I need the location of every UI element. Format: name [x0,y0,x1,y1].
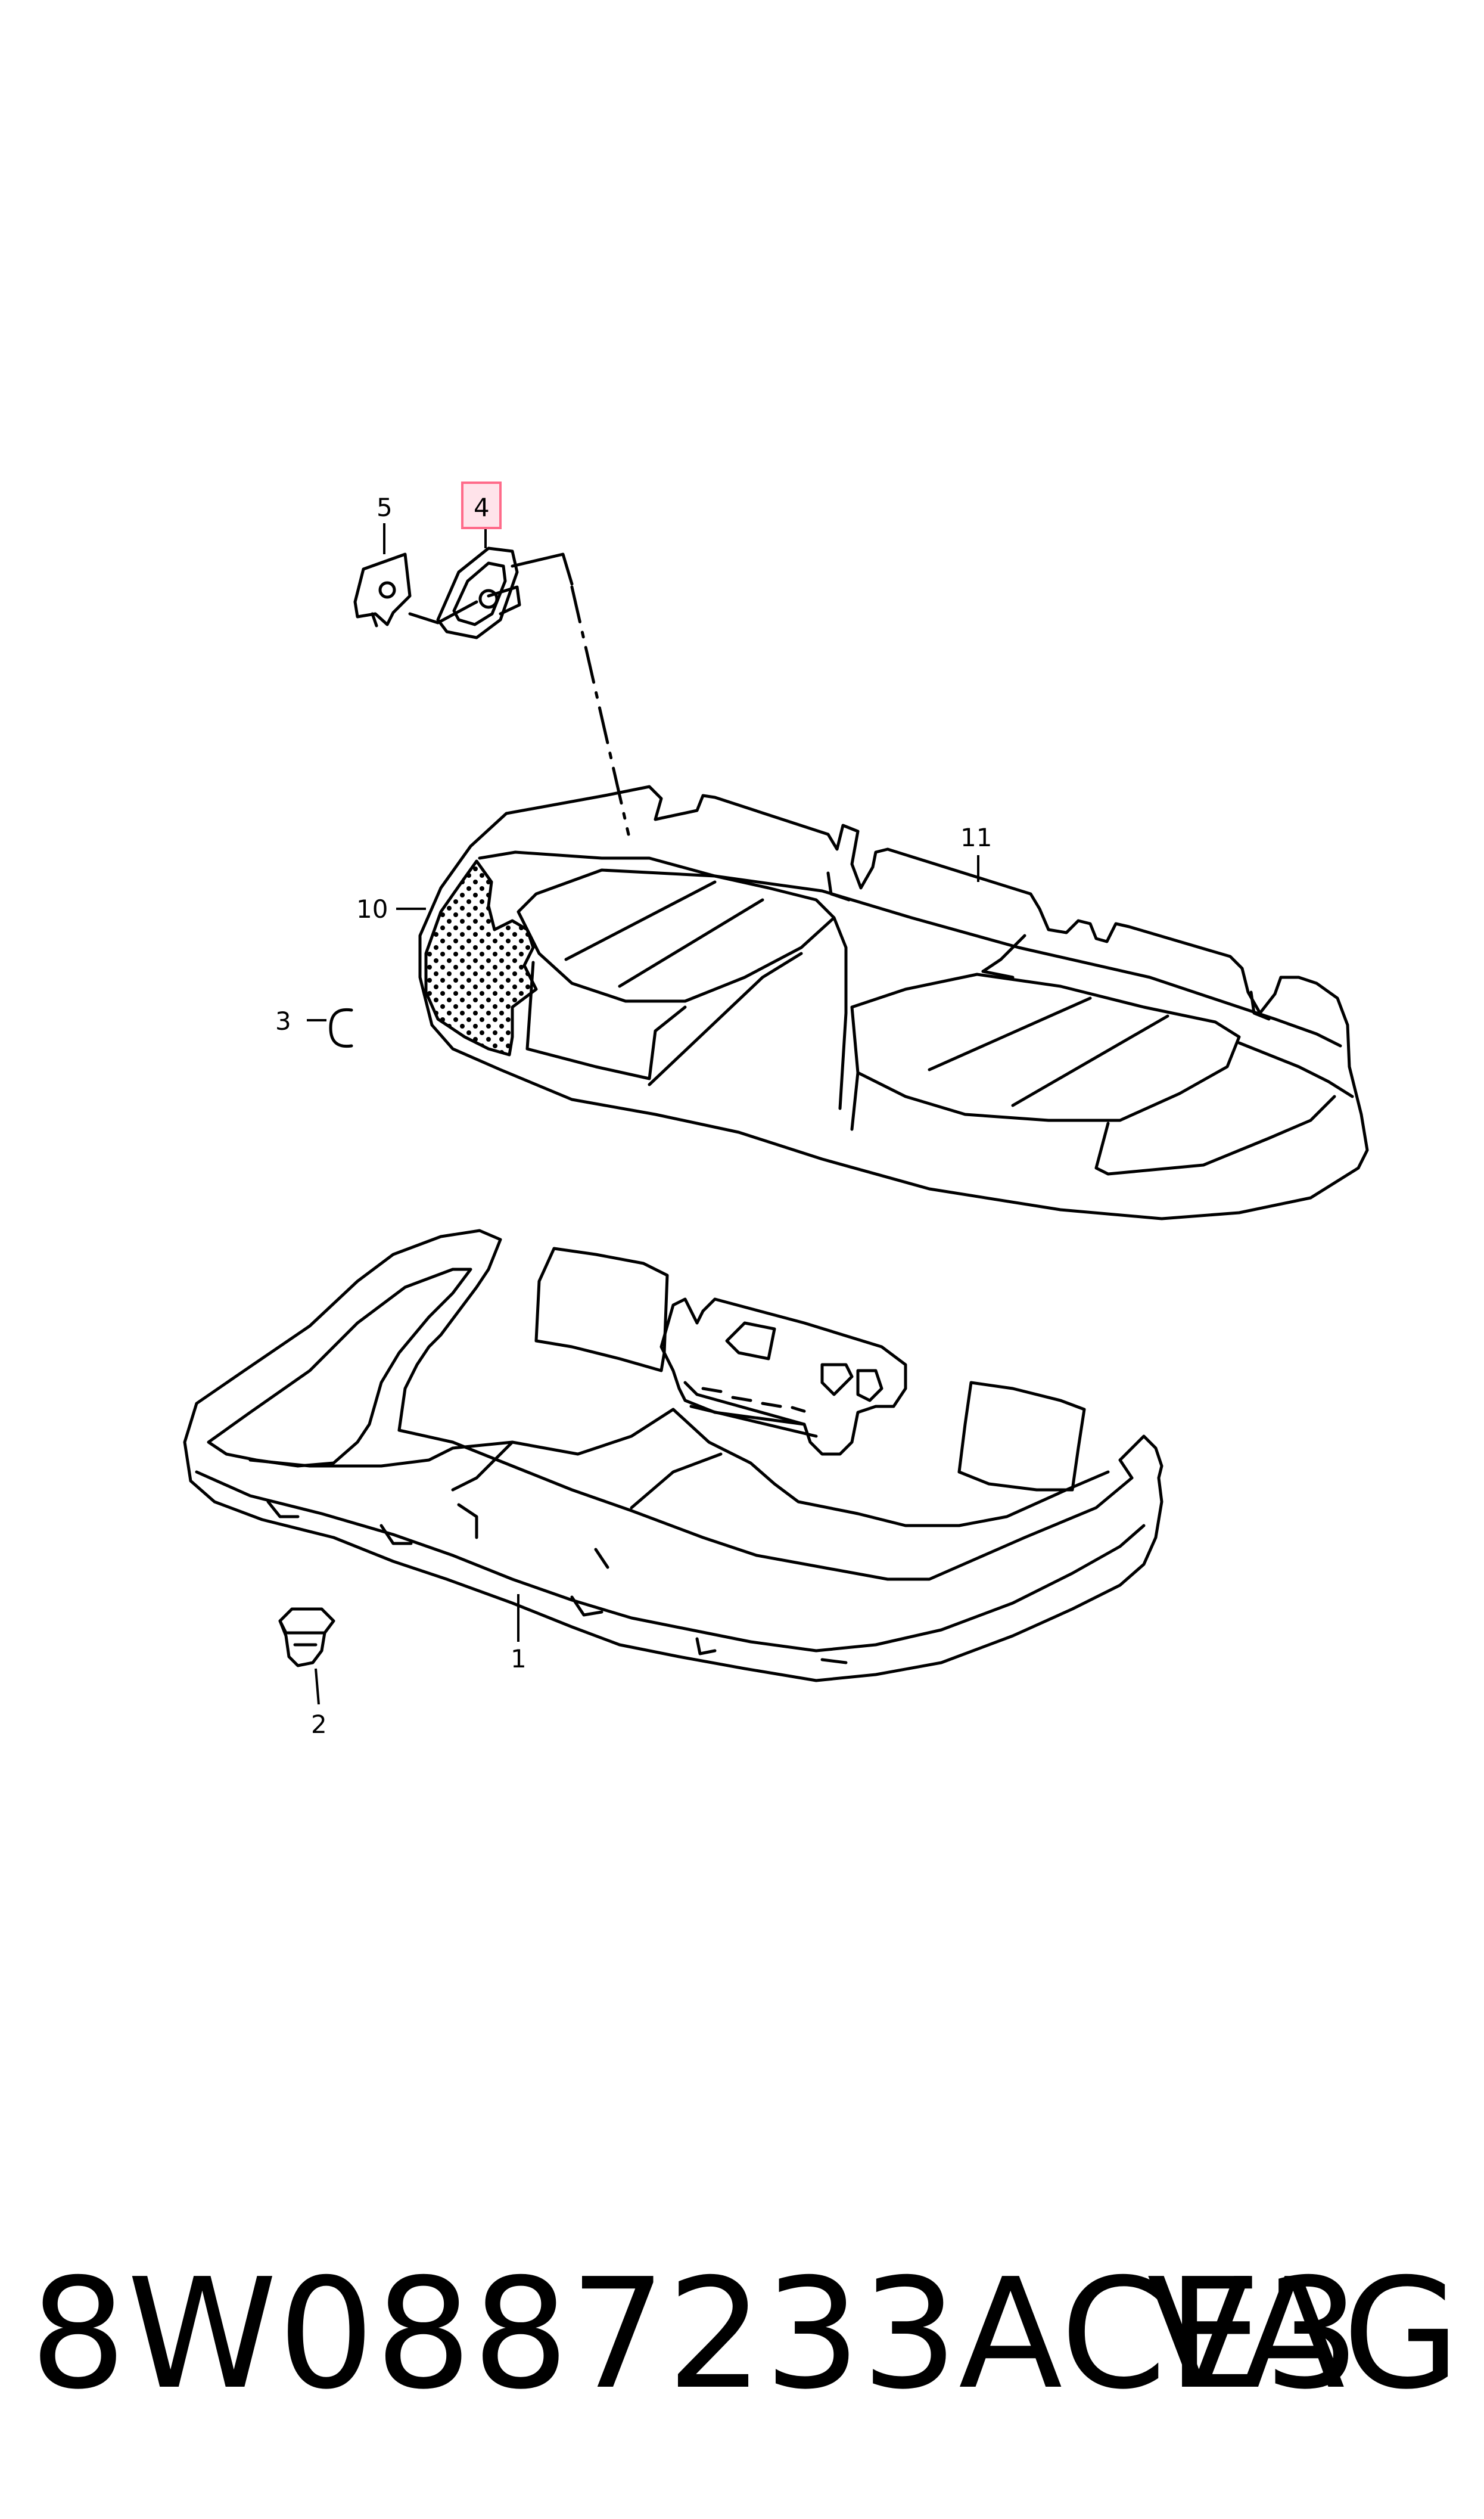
leader-lines [307,523,979,1705]
callout-10: 10 [356,894,388,924]
callout-4-highlight [461,482,502,529]
part-10-foam-insert [424,859,538,1057]
part-5-bracket [353,552,412,628]
part-2-clip [278,1607,335,1667]
part-11-seat-cover [418,785,1369,1220]
callout-2: 2 [311,1710,327,1739]
callout-11: 11 [960,823,992,852]
callout-5: 5 [377,493,393,522]
footer: 8W0887233ACE3 VAG [0,2259,1484,2437]
part-3-c-clip [329,1008,353,1048]
part-number: 8W0887233ACE3 [30,2246,1361,2423]
part-4-handle [408,546,574,639]
callout-1: 1 [511,1644,527,1673]
callout-4: 4 [474,493,490,522]
parts-diagram: 5 4 11 10 3 1 2 [183,482,1369,1739]
callout-3: 3 [275,1007,291,1036]
part-1-seat-frame [183,1229,1163,1682]
brand-label: VAG [1147,2246,1460,2423]
